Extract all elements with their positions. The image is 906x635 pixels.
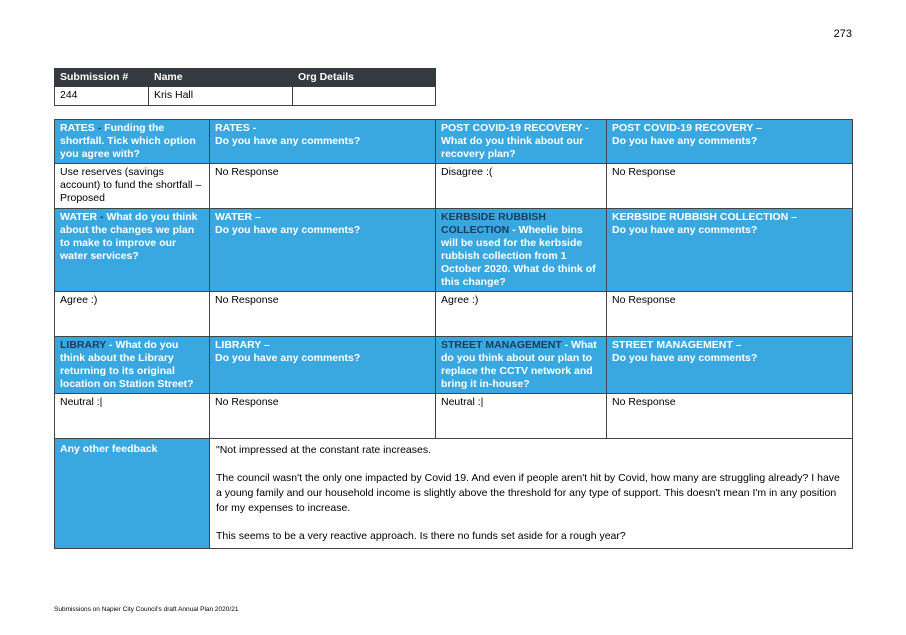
name-header: Name — [148, 68, 293, 87]
water-kerbside-header-row: WATER - What do you think about the chan… — [54, 208, 853, 292]
rates-question: RATES - Funding the shortfall. Tick whic… — [54, 119, 210, 164]
submission-table: Submission # Name Org Details 244 Kris H… — [54, 68, 436, 106]
street-answer: Neutral :| — [435, 393, 607, 439]
library-street-header-row: LIBRARY - What do you think about the Li… — [54, 336, 853, 394]
covid-comment-question: POST COVID-19 RECOVERY –Do you have any … — [606, 119, 853, 164]
submission-number-header: Submission # — [54, 68, 149, 87]
library-comment-question: LIBRARY –Do you have any comments? — [209, 336, 436, 394]
feedback-paragraph: This seems to be a very reactive approac… — [216, 530, 626, 542]
feedback-paragraph: "Not impressed at the constant rate incr… — [216, 444, 431, 456]
rates-answer: Use reserves (savings account) to fund t… — [54, 163, 210, 209]
rates-comment: No Response — [209, 163, 436, 209]
street-comment: No Response — [606, 393, 853, 439]
water-question: WATER - What do you think about the chan… — [54, 208, 210, 292]
library-comment: No Response — [209, 393, 436, 439]
feedback-text: "Not impressed at the constant rate incr… — [209, 438, 853, 549]
library-question: LIBRARY - What do you think about the Li… — [54, 336, 210, 394]
name-value: Kris Hall — [148, 86, 293, 106]
water-comment: No Response — [209, 291, 436, 337]
submission-number-value: 244 — [54, 86, 149, 106]
covid-question: POST COVID-19 RECOVERY - What do you thi… — [435, 119, 607, 164]
kerbside-answer: Agree :) — [435, 291, 607, 337]
rates-covid-response-row: Use reserves (savings account) to fund t… — [54, 163, 853, 209]
library-answer: Neutral :| — [54, 393, 210, 439]
rates-comment-question: RATES -Do you have any comments? — [209, 119, 436, 164]
rates-covid-header-row: RATES - Funding the shortfall. Tick whic… — [54, 119, 853, 164]
library-street-response-row: Neutral :| No Response Neutral :| No Res… — [54, 393, 853, 439]
feedback-paragraph: The council wasn't the only one impacted… — [216, 472, 840, 514]
org-details-value — [292, 86, 436, 106]
covid-answer: Disagree :( — [435, 163, 607, 209]
water-comment-question: WATER –Do you have any comments? — [209, 208, 436, 292]
kerbside-comment-question: KERBSIDE RUBBISH COLLECTION –Do you have… — [606, 208, 853, 292]
water-kerbside-response-row: Agree :) No Response Agree :) No Respons… — [54, 291, 853, 337]
street-comment-question: STREET MANAGEMENT –Do you have any comme… — [606, 336, 853, 394]
feedback-row: Any other feedback "Not impressed at the… — [54, 438, 853, 549]
covid-comment: No Response — [606, 163, 853, 209]
page-number: 273 — [833, 28, 852, 40]
survey-table: RATES - Funding the shortfall. Tick whic… — [54, 119, 853, 549]
kerbside-question: KERBSIDE RUBBISH COLLECTION - Wheelie bi… — [435, 208, 607, 292]
feedback-label: Any other feedback — [54, 438, 210, 549]
page-footer: Submissions on Napier City Council's dra… — [54, 606, 239, 613]
street-question: STREET MANAGEMENT - What do you think ab… — [435, 336, 607, 394]
org-details-header: Org Details — [292, 68, 436, 87]
kerbside-comment: No Response — [606, 291, 853, 337]
water-answer: Agree :) — [54, 291, 210, 337]
